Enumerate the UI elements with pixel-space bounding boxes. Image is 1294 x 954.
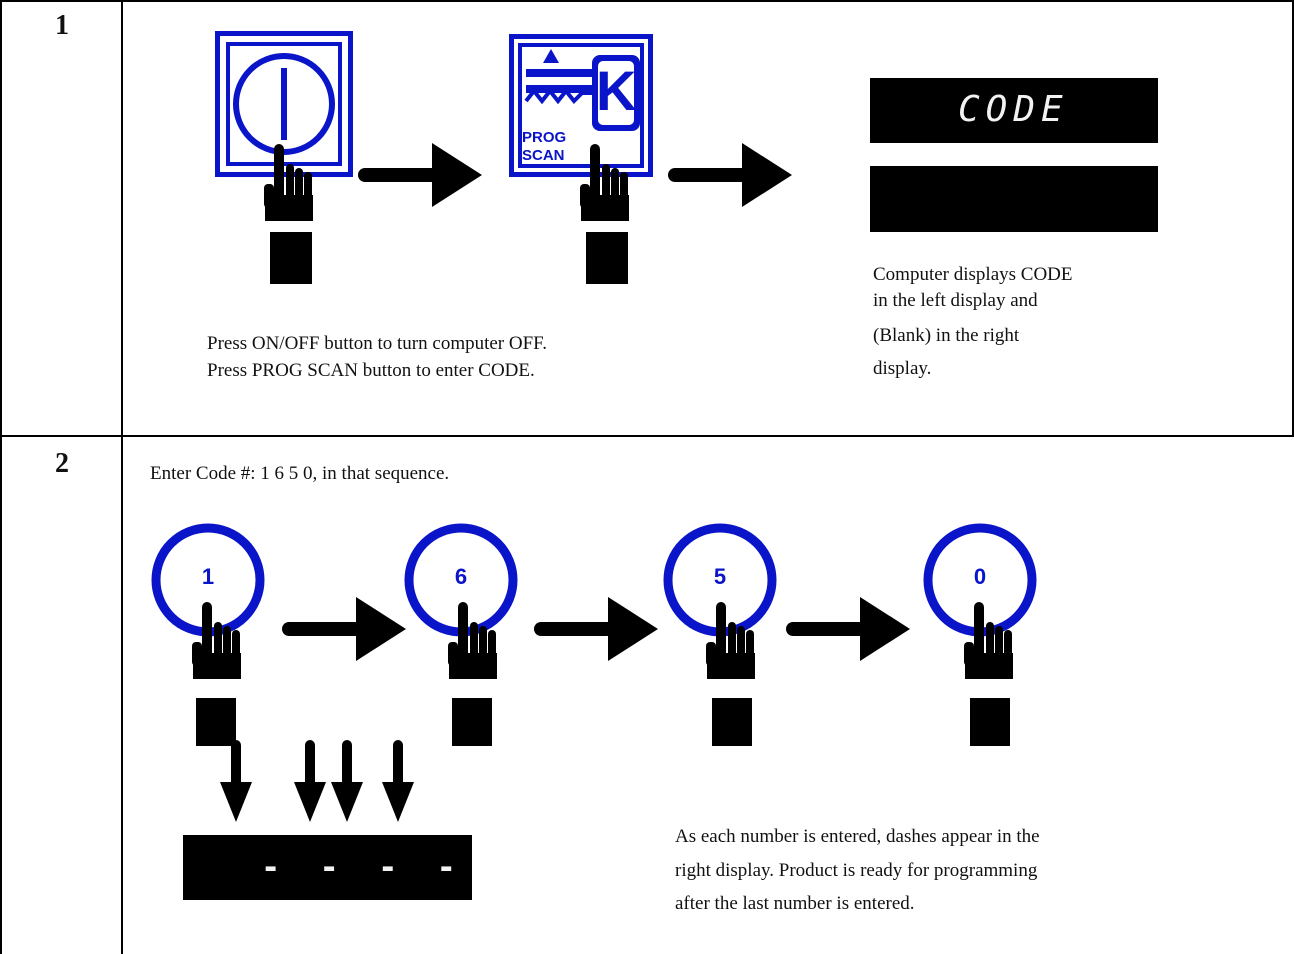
down-arrow-icon bbox=[382, 740, 414, 822]
step2-note-line3: after the last number is entered. bbox=[675, 893, 915, 914]
key-label: 0 bbox=[973, 564, 987, 589]
hand-pointer-icon bbox=[580, 144, 629, 284]
prog-scan-button[interactable]: K PROG SCAN bbox=[508, 33, 654, 178]
hand-pointer-icon bbox=[192, 602, 241, 746]
table-border-top bbox=[0, 0, 1294, 2]
right-display-blank bbox=[870, 166, 1158, 232]
down-arrow-icon bbox=[331, 740, 363, 822]
step1-note-line3: (Blank) in the right bbox=[873, 325, 1020, 346]
key-label: 5 bbox=[713, 564, 727, 589]
key-icon bbox=[509, 34, 653, 177]
down-arrow-icon bbox=[220, 740, 252, 822]
hand-pointer-icon bbox=[264, 144, 313, 284]
table-border-left bbox=[0, 0, 2, 954]
hand-pointer-icon bbox=[448, 602, 497, 746]
step1-instruction-line1: Press ON/OFF button to turn computer OFF… bbox=[207, 333, 547, 354]
hand-pointer-icon bbox=[964, 602, 1013, 746]
table-column-divider bbox=[121, 0, 123, 954]
table-border-right bbox=[1292, 0, 1294, 437]
right-arrow-icon bbox=[534, 597, 658, 661]
right-arrow-icon bbox=[786, 597, 910, 661]
left-display-text: CODE bbox=[958, 89, 1069, 130]
step1-note-line1: Computer displays CODE bbox=[873, 264, 1073, 285]
step2-note-line1: As each number is entered, dashes appear… bbox=[675, 826, 1040, 847]
step2-intro: Enter Code #: 1 6 5 0, in that sequence. bbox=[150, 463, 450, 484]
right-arrow-icon bbox=[282, 597, 406, 661]
table-row-divider bbox=[0, 435, 1294, 437]
dashes-display-text: - - - - bbox=[261, 848, 466, 886]
step-number: 2 bbox=[55, 448, 69, 479]
left-display: CODE bbox=[870, 78, 1158, 143]
step1-note-line4: display. bbox=[873, 358, 932, 379]
prog-scan-key-letter: K bbox=[596, 59, 637, 122]
prog-scan-label-scan: SCAN bbox=[522, 147, 565, 164]
step-number: 1 bbox=[55, 10, 69, 41]
key-label: 6 bbox=[454, 564, 468, 589]
hand-pointer-icon bbox=[706, 602, 755, 746]
step1-note-line2: in the left display and bbox=[873, 290, 1038, 311]
step2-note-line2: right display. Product is ready for prog… bbox=[675, 860, 1038, 881]
key-label: 1 bbox=[201, 564, 215, 589]
step1-instruction-line2: Press PROG SCAN button to enter CODE. bbox=[207, 360, 535, 381]
right-arrow-icon bbox=[358, 143, 482, 207]
prog-scan-label-prog: PROG bbox=[522, 129, 567, 146]
down-arrow-icon bbox=[294, 740, 326, 822]
dashes-display: - - - - bbox=[183, 835, 472, 900]
right-arrow-icon bbox=[668, 143, 792, 207]
